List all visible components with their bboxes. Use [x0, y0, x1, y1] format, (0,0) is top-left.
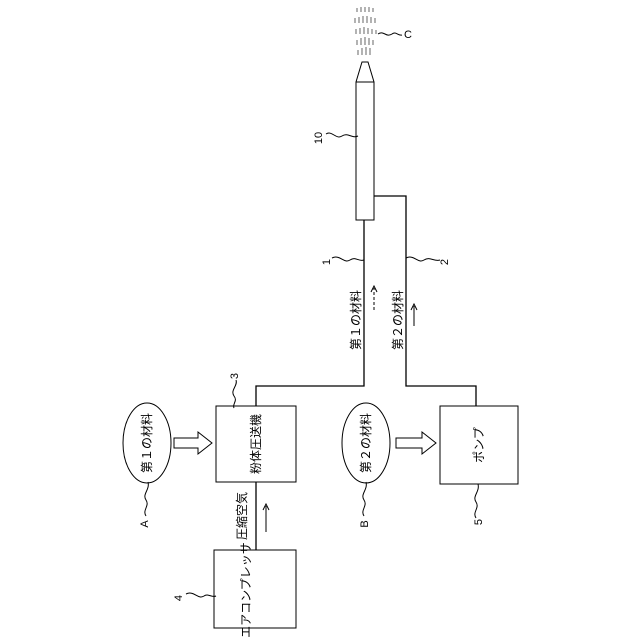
spray-pattern: [355, 7, 376, 55]
leader-10: [326, 133, 358, 137]
air-compressor-box: [214, 550, 296, 628]
spray-nozzle: [356, 62, 374, 220]
powder-feeder-label: 粉体圧送機: [248, 414, 263, 474]
ref-a: A: [139, 520, 151, 528]
hollow-arrow-a: [174, 432, 212, 454]
second-material-ellipse-label: 第２の材料: [359, 413, 373, 473]
ref-3: 3: [229, 373, 241, 379]
leader-2: [406, 257, 440, 261]
pump-label: ポンプ: [472, 427, 486, 463]
leader-4: [186, 593, 216, 597]
air-compressor-label-line1: エアコンプレッサ: [239, 542, 253, 638]
ref-10: 10: [313, 132, 325, 144]
ref-5: 5: [473, 519, 485, 525]
ref-b: B: [359, 520, 371, 527]
leader-c: [378, 33, 402, 35]
ref-2: 2: [439, 259, 451, 265]
ref-4: 4: [173, 595, 185, 601]
leader-5: [475, 484, 478, 518]
leader-a: [145, 482, 148, 516]
first-material-ellipse-label: 第１の材料: [140, 413, 154, 473]
compressed-air-label: 圧縮空気: [234, 492, 249, 540]
hollow-arrow-b: [396, 432, 436, 454]
second-material-hose: [370, 196, 476, 406]
leader-3: [233, 380, 236, 408]
first-material-flow-label: 第１の材料: [349, 290, 363, 350]
ref-1: 1: [321, 259, 333, 265]
leader-1: [332, 257, 364, 261]
leader-b: [363, 482, 366, 516]
first-material-hose: [256, 220, 364, 406]
second-material-flow-label: 第２の材料: [391, 290, 405, 350]
ref-c: C: [404, 29, 412, 41]
